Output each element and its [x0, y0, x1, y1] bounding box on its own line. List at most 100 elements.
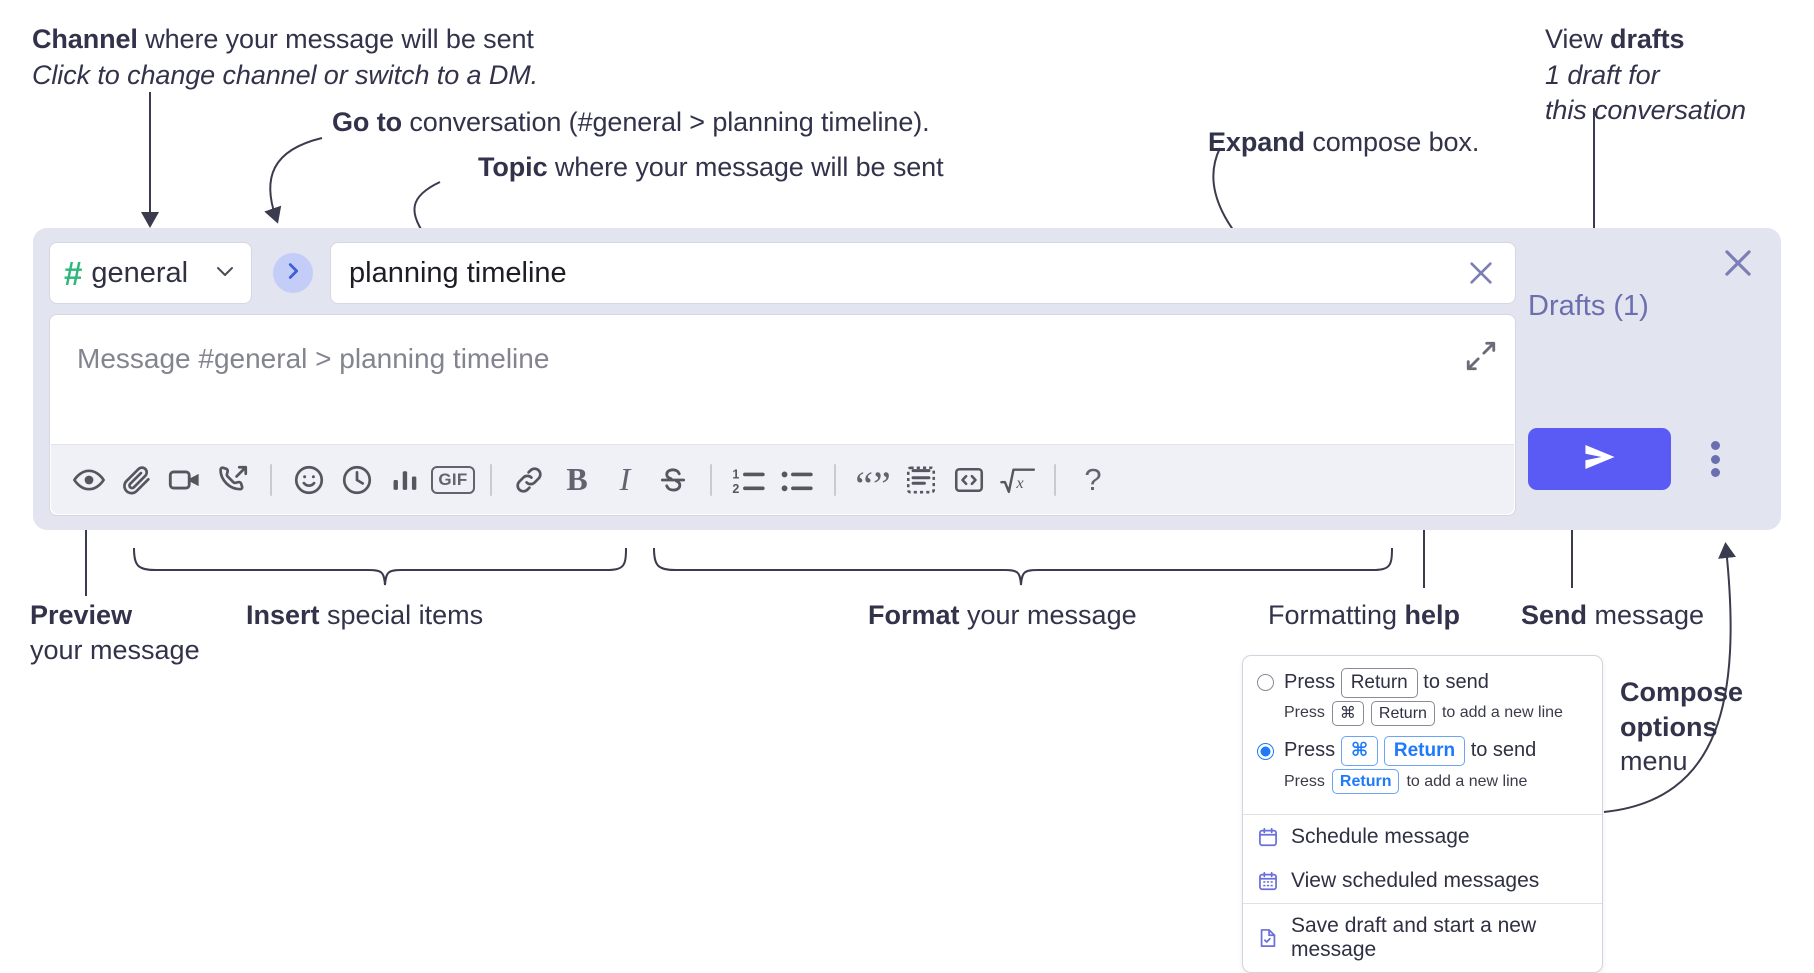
- inline-code-icon[interactable]: [945, 456, 993, 504]
- annotation-drafts: View drafts 1 draft for this conversatio…: [1545, 22, 1746, 129]
- formatting-help-icon[interactable]: ?: [1069, 456, 1117, 504]
- toolbar-separator: [1054, 463, 1056, 496]
- annotation-drafts-prefix: View: [1545, 24, 1611, 54]
- paper-plane-icon: [1577, 437, 1623, 482]
- toolbar-separator: [834, 463, 836, 496]
- expand-icon[interactable]: [1464, 339, 1498, 373]
- annotation-insert-bold: Insert: [246, 600, 320, 630]
- math-icon[interactable]: x: [993, 456, 1041, 504]
- annotation-goto-bold: Go to: [332, 107, 402, 137]
- annotation-goto: Go to conversation (#general > planning …: [332, 105, 930, 141]
- annotation-drafts-sub1: 1 draft for: [1545, 59, 1660, 90]
- strikethrough-icon[interactable]: [649, 456, 697, 504]
- option-a-tail: to send: [1423, 671, 1489, 693]
- italic-icon[interactable]: I: [601, 456, 649, 504]
- panel-close-icon[interactable]: [1719, 244, 1759, 284]
- menu-divider: [1243, 903, 1602, 905]
- chevron-down-icon: [213, 259, 237, 288]
- option-a-text: Press Return to send: [1284, 668, 1489, 698]
- chevron-right-icon: [282, 260, 304, 287]
- close-icon[interactable]: [1461, 253, 1501, 293]
- channel-picker[interactable]: # general: [49, 242, 252, 304]
- option-cmd-return-to-send[interactable]: Press ⌘ Return to send: [1257, 736, 1588, 766]
- option-b-text: Press ⌘ Return to send: [1284, 736, 1536, 766]
- help-label: ?: [1084, 461, 1102, 497]
- gif-label: GIF: [431, 465, 475, 494]
- option-a-subtext: Press ⌘ Return to add a new line: [1284, 700, 1588, 727]
- formatting-toolbar: GIF B I: [51, 444, 1514, 514]
- blockquote-icon[interactable]: “”: [855, 462, 891, 508]
- option-a-sub-tail: to add a new line: [1441, 704, 1563, 722]
- menu-item-save-draft[interactable]: Save draft and start a new message: [1243, 904, 1602, 972]
- poll-icon[interactable]: [381, 456, 429, 504]
- compose-header-row: # general planning timeline: [49, 242, 1516, 304]
- preview-icon[interactable]: [65, 456, 113, 504]
- annotation-help-pre: Formatting: [1268, 600, 1405, 630]
- option-b-press: Press: [1284, 739, 1336, 762]
- annotation-insert-rest: special items: [319, 600, 484, 630]
- compose-panel: # general planning timeline Message #gen…: [33, 228, 1781, 530]
- italic-label: I: [619, 461, 631, 497]
- emoji-icon[interactable]: [285, 456, 333, 504]
- toolbar-separator: [490, 463, 492, 496]
- goto-conversation-button[interactable]: [273, 253, 313, 293]
- kebab-dot: [1710, 468, 1720, 477]
- message-placeholder: Message #general > planning timeline: [77, 343, 550, 374]
- annotation-compose-bold2: options: [1620, 711, 1718, 742]
- kebab-dot: [1710, 441, 1720, 450]
- option-a-press: Press: [1284, 671, 1336, 693]
- video-icon[interactable]: [161, 456, 209, 504]
- link-icon[interactable]: [505, 456, 553, 504]
- ordered-list-icon[interactable]: 1 2: [725, 456, 773, 504]
- annotation-send: Send message: [1521, 598, 1704, 633]
- attachment-icon[interactable]: [113, 456, 161, 504]
- annotation-channel-rest: where your message will be sent: [137, 24, 534, 54]
- clock-icon[interactable]: [333, 456, 381, 504]
- compose-options-button[interactable]: [1695, 436, 1735, 482]
- calendar-icon: [1257, 826, 1279, 848]
- annotation-topic-rest: where your message will be sent: [547, 152, 944, 182]
- radio-unselected[interactable]: [1257, 674, 1274, 692]
- hash-icon: #: [64, 254, 83, 292]
- annotation-expand: Expand compose box.: [1208, 125, 1479, 161]
- menu-item-label: View scheduled messages: [1291, 869, 1540, 893]
- annotation-send-rest: message: [1587, 600, 1705, 630]
- toolbar-separator: [710, 463, 712, 496]
- key-return: Return: [1383, 736, 1466, 766]
- key-return: Return: [1370, 700, 1435, 727]
- option-a-sub-press: Press: [1284, 704, 1325, 722]
- annotation-drafts-sub2: this conversation: [1545, 95, 1746, 126]
- annotation-preview-rest: your message: [30, 635, 200, 666]
- message-input-area[interactable]: Message #general > planning timeline: [49, 314, 1516, 516]
- compose-options-menu: Press Return to send Press ⌘ Return to a…: [1242, 655, 1603, 973]
- annotation-expand-bold: Expand: [1208, 127, 1305, 157]
- menu-item-schedule-message[interactable]: Schedule message: [1243, 815, 1602, 859]
- annotation-drafts-bold: drafts: [1610, 24, 1685, 54]
- kebab-dot: [1710, 454, 1720, 464]
- code-block-icon[interactable]: [897, 456, 945, 504]
- svg-text:1: 1: [732, 467, 739, 481]
- topic-value: planning timeline: [349, 256, 567, 289]
- topic-input[interactable]: planning timeline: [330, 242, 1516, 304]
- menu-item-label: Save draft and start a new message: [1291, 914, 1537, 962]
- bold-icon[interactable]: B: [553, 456, 601, 504]
- annotation-format-bold: Format: [868, 600, 960, 630]
- bulleted-list-icon[interactable]: [773, 456, 821, 504]
- annotation-formatting-help: Formatting help: [1268, 598, 1460, 633]
- calendar-grid-icon: [1257, 870, 1279, 892]
- huddle-icon[interactable]: [209, 456, 257, 504]
- option-return-to-send[interactable]: Press Return to send: [1257, 668, 1588, 698]
- send-button[interactable]: [1528, 428, 1671, 490]
- gif-icon[interactable]: GIF: [429, 456, 477, 504]
- channel-name: general: [91, 256, 189, 289]
- drafts-link[interactable]: Drafts (1): [1528, 290, 1649, 322]
- key-return: Return: [1331, 768, 1400, 795]
- radio-selected[interactable]: [1257, 742, 1274, 760]
- annotation-topic-bold: Topic: [478, 152, 548, 182]
- annotation-compose-rest: menu: [1620, 746, 1688, 777]
- annotation-format: Format your message: [868, 598, 1137, 633]
- menu-item-view-scheduled[interactable]: View scheduled messages: [1243, 859, 1602, 903]
- annotation-compose-bold1: Compose: [1620, 677, 1744, 707]
- annotation-preview-bold: Preview: [30, 600, 133, 630]
- menu-item-label: Schedule message: [1291, 825, 1470, 849]
